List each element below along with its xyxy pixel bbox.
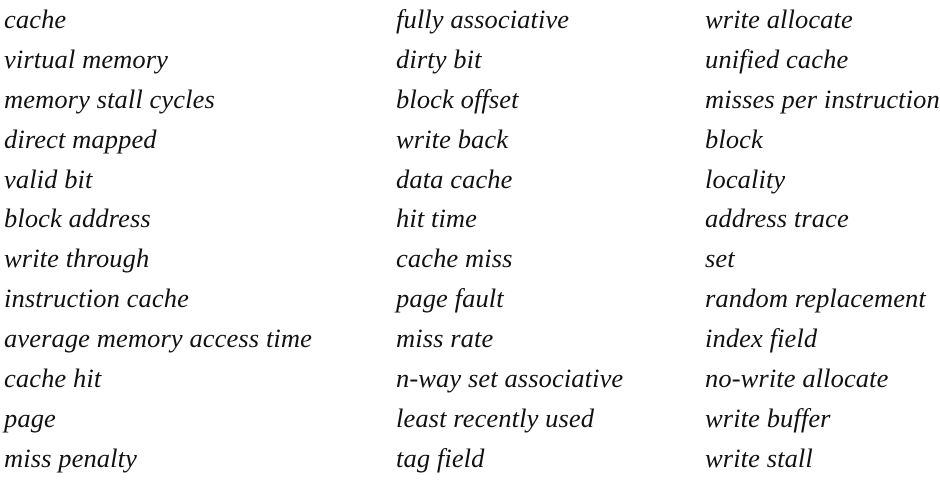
- term-item: memory stall cycles: [4, 83, 215, 114]
- term-item: address trace: [705, 203, 849, 234]
- term-item: least recently used: [396, 402, 595, 433]
- term-item: write allocate: [705, 4, 853, 34]
- term-item: block address: [4, 203, 151, 234]
- term-item: dirty bit: [396, 43, 482, 74]
- term-item: virtual memory: [4, 43, 169, 74]
- term-item: cache miss: [396, 243, 513, 274]
- term-item: block offset: [396, 83, 519, 114]
- term-item: miss rate: [396, 323, 494, 354]
- term-column-1: cache virtual memory memory stall cycles…: [4, 0, 388, 484]
- term-item: instruction cache: [4, 283, 189, 314]
- term-item: cache hit: [4, 363, 102, 394]
- term-item: page fault: [396, 283, 504, 314]
- term-item: block: [705, 123, 763, 154]
- term-item: write back: [396, 123, 509, 154]
- term-item: direct mapped: [4, 123, 157, 154]
- term-item: misses per instruction: [705, 83, 940, 114]
- term-item: tag field: [396, 442, 485, 473]
- term-item: average memory access time: [4, 323, 312, 354]
- term-item: no-write allocate: [705, 363, 889, 394]
- term-item: n-way set associative: [396, 363, 624, 394]
- term-item: set: [705, 243, 735, 274]
- term-item: write buffer: [705, 402, 831, 433]
- term-item: write stall: [705, 442, 813, 473]
- term-item: cache: [4, 4, 67, 34]
- term-item: index field: [705, 323, 818, 354]
- term-item: page: [4, 402, 56, 433]
- term-item: write through: [4, 243, 150, 274]
- term-column-2: fully associative dirty bit block offset…: [396, 0, 696, 484]
- term-item: random replacement: [705, 283, 926, 314]
- term-item: locality: [705, 163, 786, 194]
- term-item: hit time: [396, 203, 478, 234]
- term-column-3: write allocate unified cache misses per …: [705, 0, 940, 484]
- term-item: unified cache: [705, 43, 849, 74]
- term-item: valid bit: [4, 163, 93, 194]
- term-item: miss penalty: [4, 442, 137, 473]
- term-item: fully associative: [396, 4, 570, 34]
- term-item: data cache: [396, 163, 513, 194]
